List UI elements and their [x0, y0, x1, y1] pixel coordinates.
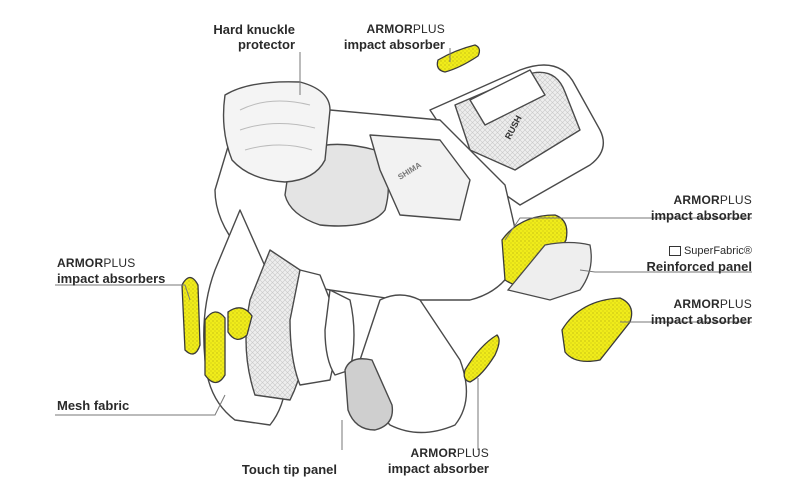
superfabric-icon	[668, 246, 681, 257]
label-superfabric: SuperFabric® Reinforced panel	[646, 245, 752, 274]
pad-thumb-bottom	[463, 334, 500, 383]
touch-tip	[344, 358, 394, 431]
knuckle-protector	[222, 81, 331, 183]
wrist-strap	[469, 69, 546, 126]
pad-finger-1	[181, 276, 201, 355]
label-touch-tip: Touch tip panel	[241, 462, 337, 477]
label-armor-right-2: ARMORPLUS impact absorber	[650, 297, 752, 327]
label-armor-bottom: ARMORPLUS impact absorber	[387, 446, 489, 476]
leader-lines	[55, 48, 752, 450]
pad-right-2	[561, 297, 633, 363]
pad-top	[436, 44, 481, 73]
label-armor-right-1: ARMORPLUS impact absorber	[650, 193, 752, 223]
label-armor-top: ARMORPLUS impact absorber	[343, 22, 445, 52]
label-armor-fingers: ARMORPLUS impact absorbers	[57, 256, 166, 286]
label-knuckle-protector: Hard knuckle protector	[213, 22, 295, 52]
back-panel	[369, 134, 471, 221]
label-mesh-fabric: Mesh fabric	[57, 398, 130, 413]
armor-pads	[181, 44, 633, 384]
reinforced-panel	[506, 241, 592, 301]
pad-finger-2	[204, 311, 226, 384]
pad-finger-3	[227, 307, 253, 340]
